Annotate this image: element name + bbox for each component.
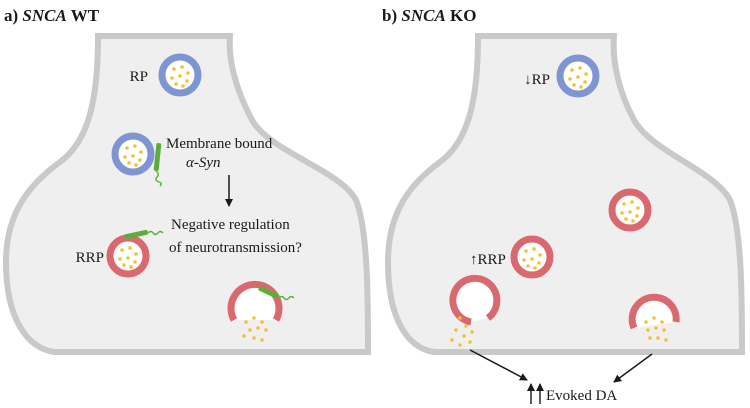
rrp-vesicle-wt (106, 234, 150, 278)
rrp-label-wt: RRP (76, 250, 104, 266)
membrane-bound-vesicle-wt (111, 132, 155, 176)
fusing-vesicle-ko-right (628, 293, 680, 342)
rrp-label-ko: ↑RRP (470, 252, 506, 268)
panel-b-gene: SNCA (401, 6, 446, 25)
rp-label-wt: RP (130, 69, 148, 85)
rp-vesicle-ko (556, 54, 600, 98)
presynaptic-terminal-ko (384, 33, 746, 355)
rrp-vesicle-ko-upper (608, 188, 652, 232)
fusing-vesicle-ko-left (449, 274, 501, 347)
panel-b-title: b) SNCA KO (382, 6, 477, 26)
release-arrow-right (613, 353, 653, 383)
rp-label-ko: ↓RP (524, 72, 550, 88)
neurotransmission-label: of neurotransmission? (169, 240, 302, 256)
panel-a-title: a) SNCA WT (4, 6, 99, 26)
evoked-da-label: Evoked DA (546, 388, 617, 404)
alpha-synuclein-icon (153, 143, 162, 187)
panel-b-label: b) (382, 6, 398, 25)
rp-vesicle-wt (158, 53, 202, 97)
alpha-synuclein-fusing-icon (258, 286, 295, 301)
increase-arrows-icon (527, 383, 544, 404)
negative-regulation-label: Negative regulation (171, 217, 290, 233)
rrp-vesicle-ko (510, 235, 554, 279)
panel-a-gene: SNCA (22, 6, 67, 25)
asyn-label: α-Syn (186, 155, 221, 171)
membrane-bound-label: Membrane bound (166, 136, 273, 152)
panel-a-label: a) (4, 6, 19, 25)
alpha-synuclein-rrp-icon (124, 229, 164, 240)
panel-a-condition: WT (70, 6, 100, 25)
presynaptic-terminal-wt (2, 33, 372, 355)
release-arrow-left (469, 349, 528, 381)
panel-b-condition: KO (450, 6, 477, 25)
